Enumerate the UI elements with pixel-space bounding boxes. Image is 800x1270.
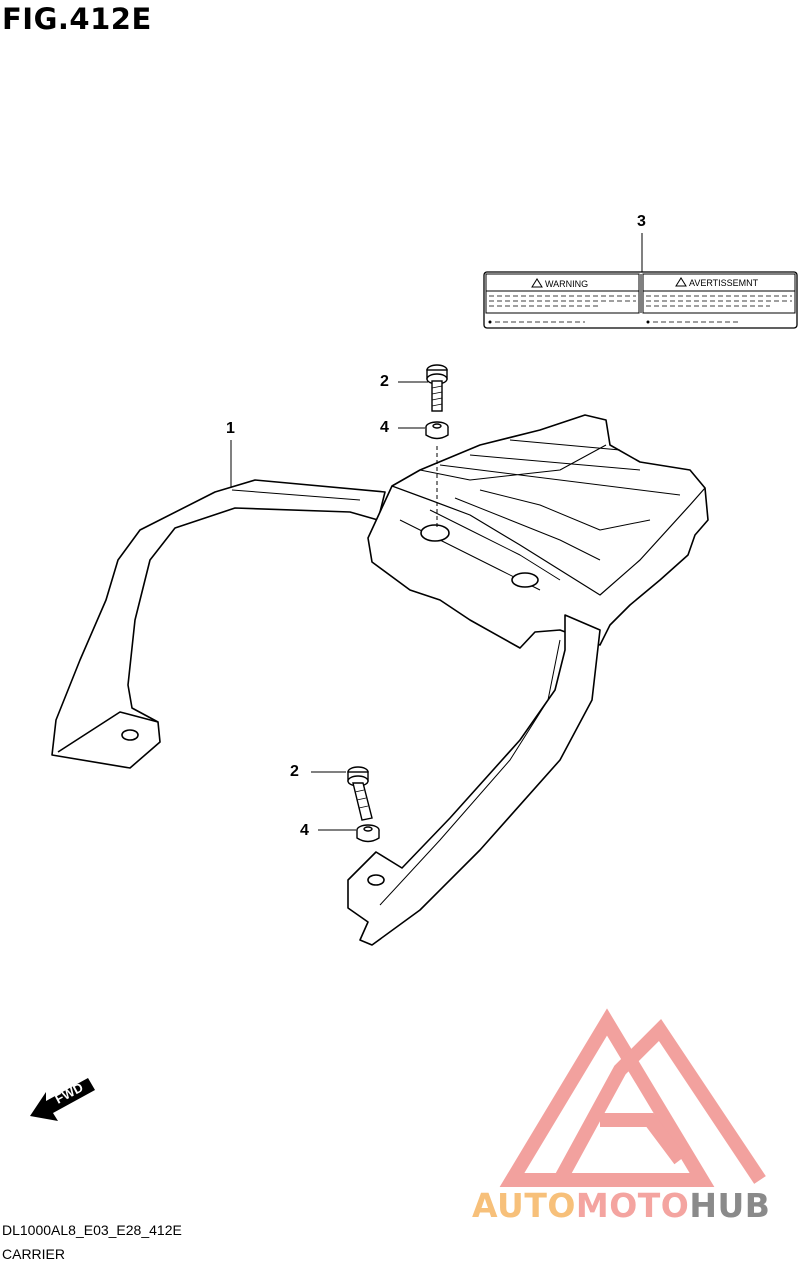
callout-3: 3 xyxy=(637,213,646,230)
watermark-auto: AUTO xyxy=(472,1186,576,1225)
bolt-part-upper xyxy=(426,364,448,412)
callout-1: 1 xyxy=(226,420,235,437)
callout-2-lower: 2 xyxy=(290,763,299,780)
watermark-text: AUTOMOTOHUB xyxy=(472,1186,770,1225)
collar-part-upper xyxy=(425,421,449,440)
callout-2-upper: 2 xyxy=(380,373,389,390)
figure-title: FIG.412E xyxy=(2,2,152,36)
warning-label: WARNING AVERTISSEMNT xyxy=(483,271,798,329)
bolt-part-lower xyxy=(347,766,373,821)
diagram-code: DL1000AL8_E03_E28_412E xyxy=(2,1222,182,1238)
leader-lines xyxy=(230,381,438,831)
watermark-logo xyxy=(499,1008,766,1187)
watermark-moto: MOTO xyxy=(575,1186,690,1225)
warning-heading-right: AVERTISSEMNT xyxy=(689,278,759,288)
warning-triangle-icon xyxy=(531,278,543,288)
collar-part-lower xyxy=(356,824,380,843)
carrier-part xyxy=(51,414,709,946)
fwd-arrow-icon: FWD xyxy=(30,1078,95,1121)
watermark-hub: HUB xyxy=(689,1186,771,1225)
callout-4-upper: 4 xyxy=(380,419,389,436)
warning-heading-left: WARNING xyxy=(545,279,588,289)
warning-triangle-icon xyxy=(675,277,687,287)
callout-4-lower: 4 xyxy=(300,822,309,839)
diagram-caption: CARRIER xyxy=(2,1246,66,1262)
